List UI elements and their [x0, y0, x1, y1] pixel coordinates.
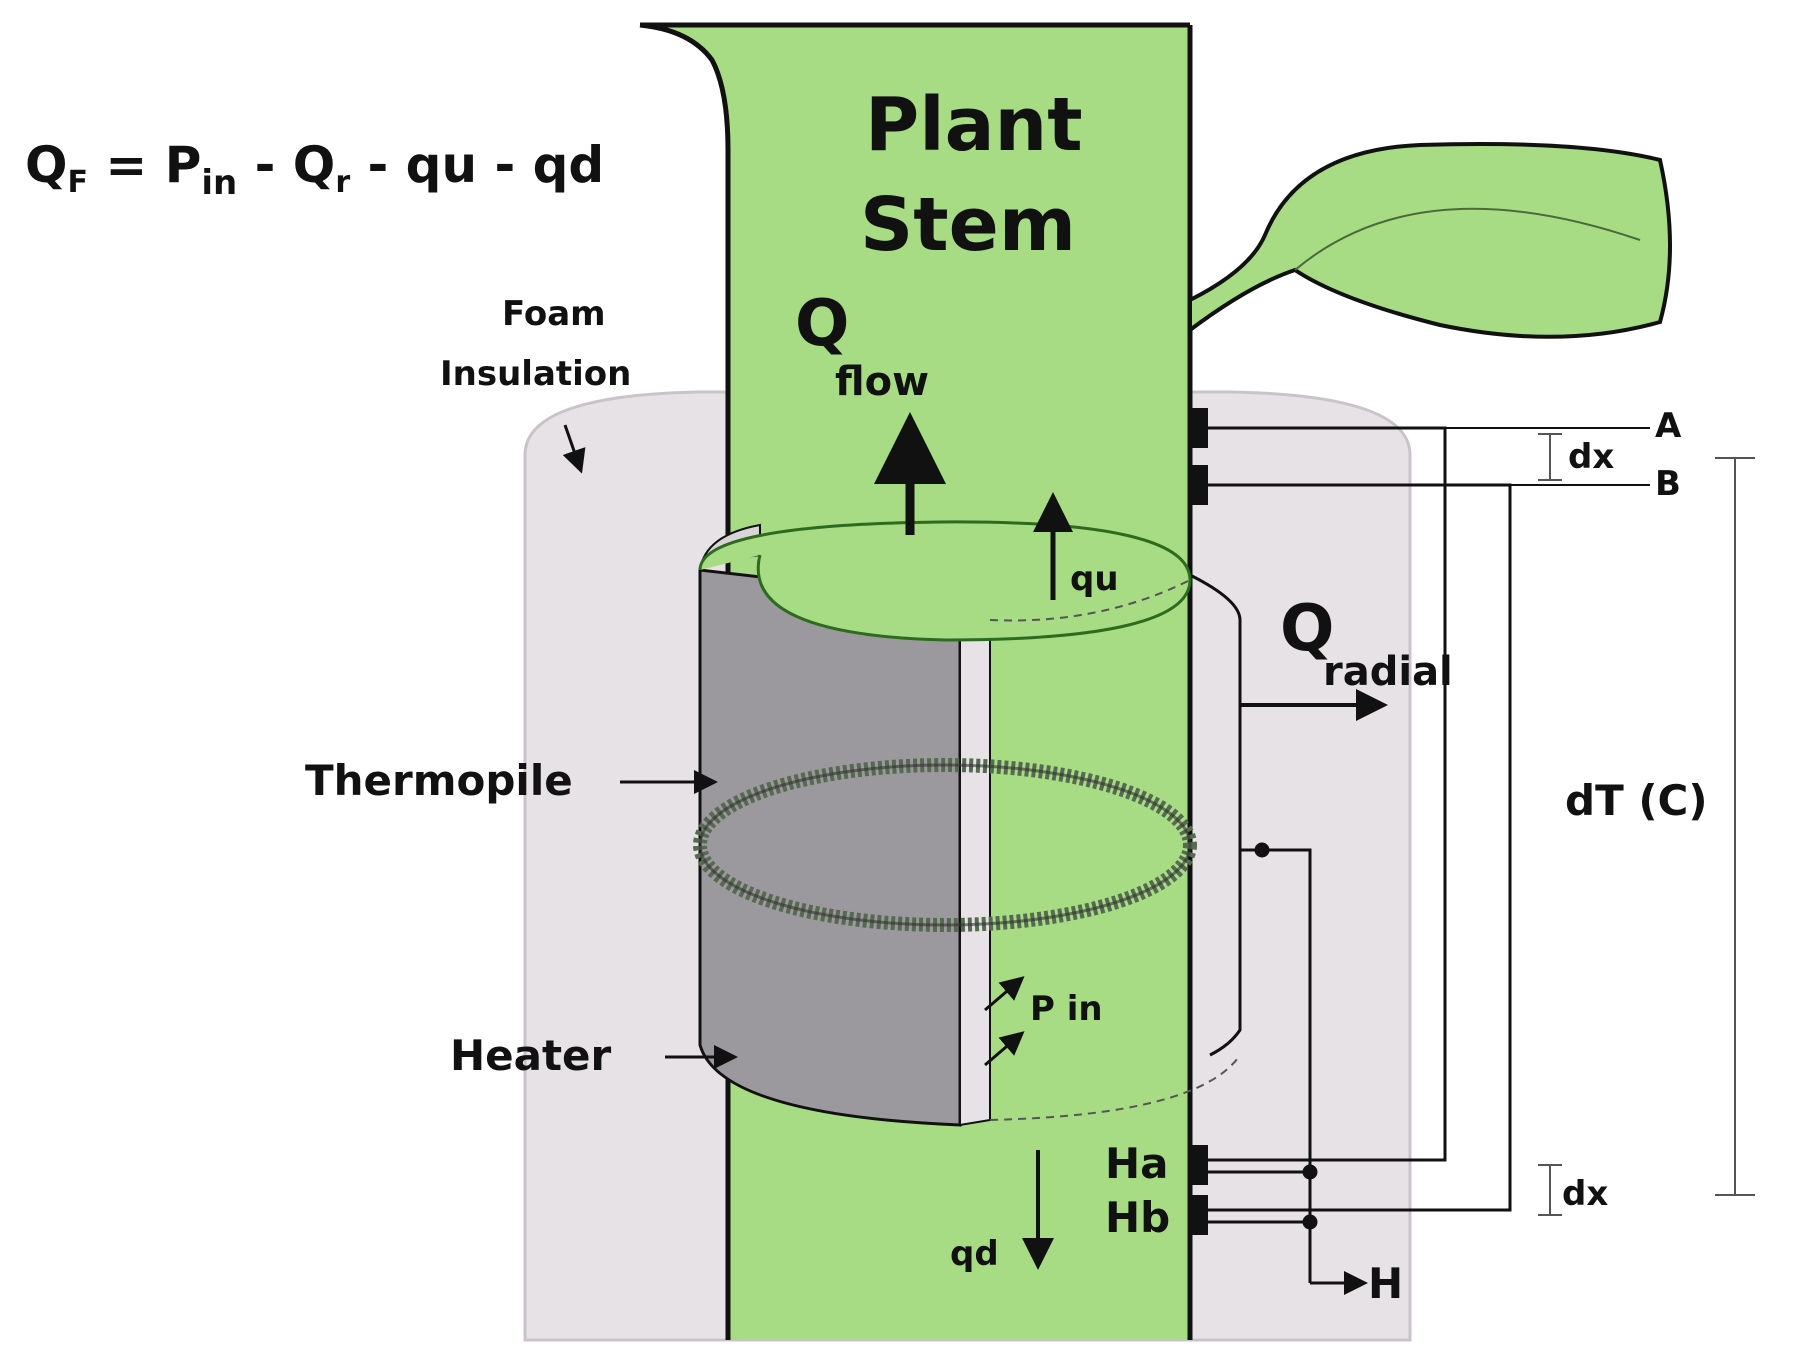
foam-arrow	[562, 424, 586, 474]
heater-bottom-ring	[989, 1054, 1241, 1121]
wiring	[1208, 426, 1650, 1295]
stem-title-line1: Plant	[865, 82, 1083, 168]
a-label: A	[1655, 406, 1682, 446]
equation: QF = Pin - Qr - qu - qd	[25, 136, 604, 203]
qu-label: qu	[1070, 559, 1119, 599]
ha-label: Ha	[1105, 1139, 1169, 1188]
dx-bottom-label: dx	[1562, 1174, 1608, 1214]
q-radial-sub: radial	[1323, 649, 1453, 695]
dx-top-label: dx	[1568, 437, 1614, 477]
p-in-arrow-1	[984, 976, 1025, 1012]
foam-label-line1: Foam	[502, 294, 606, 334]
heater-top-ring	[698, 520, 1192, 642]
p-in-label: P in	[1030, 989, 1103, 1029]
sensor-blocks	[1188, 408, 1208, 1235]
h-label: H	[1368, 1259, 1403, 1308]
leaf	[1188, 142, 1672, 339]
heater-label: Heater	[450, 1031, 612, 1080]
q-flow-sub: flow	[835, 359, 929, 405]
flow-arrows	[562, 412, 1388, 1270]
foam-label-line2: Insulation	[440, 354, 631, 394]
thermopile-label: Thermopile	[305, 756, 573, 805]
p-in-arrow-2	[984, 1031, 1025, 1067]
hb-label: Hb	[1105, 1193, 1170, 1242]
dimension-markers	[1538, 433, 1755, 1216]
qd-label: qd	[950, 1234, 999, 1274]
q-flow-main: Q	[795, 287, 849, 361]
q-radial-main: Q	[1280, 592, 1334, 666]
thermopile-ring	[693, 758, 1197, 932]
dt-label: dT (C)	[1565, 776, 1708, 825]
b-label: B	[1655, 464, 1681, 504]
stem-title-line2: Stem	[860, 182, 1076, 268]
